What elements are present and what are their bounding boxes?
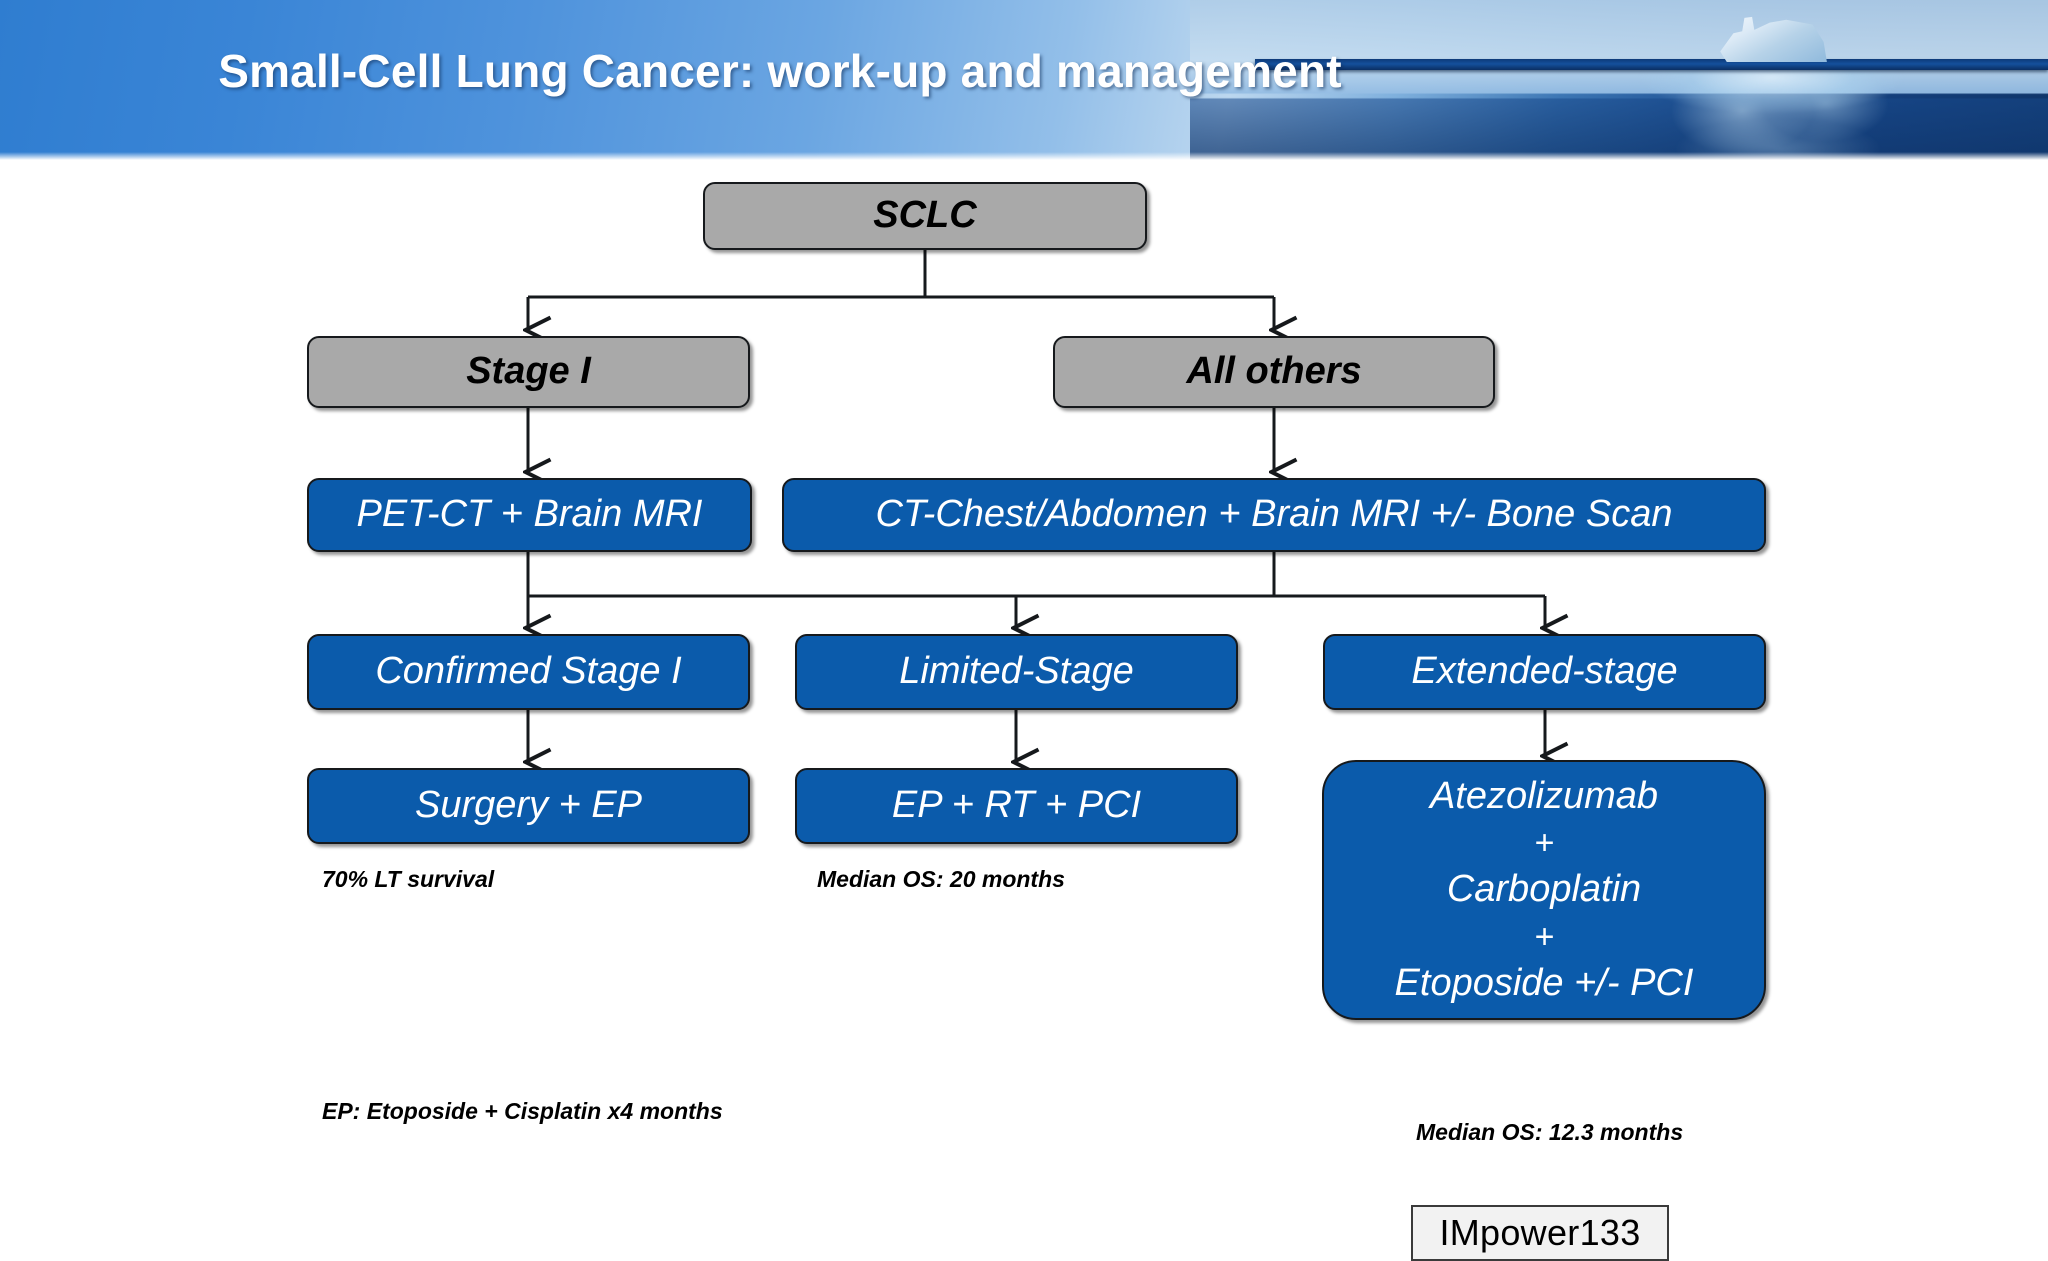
node-limited-stage[interactable]: Limited-Stage [795,634,1238,710]
node-pet-ct-brain-mri[interactable]: PET-CT + Brain MRI [307,478,752,552]
caption-lt-survival: 70% LT survival [322,866,495,892]
atezo-drug-1: Atezolizumab [1429,774,1659,817]
node-stage-1[interactable]: Stage I [307,336,750,408]
atezo-plus-2: + [1534,917,1554,956]
page-title: Small-Cell Lung Cancer: work-up and mana… [218,45,1342,97]
caption-median-os-limited: Median OS: 20 months [817,866,1065,892]
trial-tag-impower133[interactable]: IMpower133 [1411,1205,1669,1261]
node-ep-rt-pci[interactable]: EP + RT + PCI [795,768,1238,844]
node-sclc[interactable]: SCLC [703,182,1147,250]
banner-bottom-fade [0,152,2048,160]
header-banner: Small-Cell Lung Cancer: work-up and mana… [0,0,2048,160]
caption-median-os-extended: Median OS: 12.3 months [1416,1119,1684,1145]
node-extended-stage[interactable]: Extended-stage [1323,634,1766,710]
node-surgery-plus-ep[interactable]: Surgery + EP [307,768,750,844]
node-all-others[interactable]: All others [1053,336,1495,408]
flowchart-canvas: SCLC Stage I All others PET-CT + Brain M… [0,160,2048,1261]
atezo-plus-1: + [1534,823,1554,862]
node-atezolizumab-regimen[interactable]: Atezolizumab + Carboplatin + Etoposide +… [1322,760,1766,1020]
waterline-divider [1255,59,2048,70]
node-ct-chest-abdomen-brain-mri-bone-scan[interactable]: CT-Chest/Abdomen + Brain MRI +/- Bone Sc… [782,478,1766,552]
atezo-drug-3: Etoposide +/- PCI [1394,962,1694,1005]
atezo-drug-2: Carboplatin [1446,868,1642,911]
caption-ep-legend: EP: Etoposide + Cisplatin x4 months [322,1098,723,1124]
iceberg-underwater-icon [1628,66,1928,160]
node-confirmed-stage-1[interactable]: Confirmed Stage I [307,634,750,710]
